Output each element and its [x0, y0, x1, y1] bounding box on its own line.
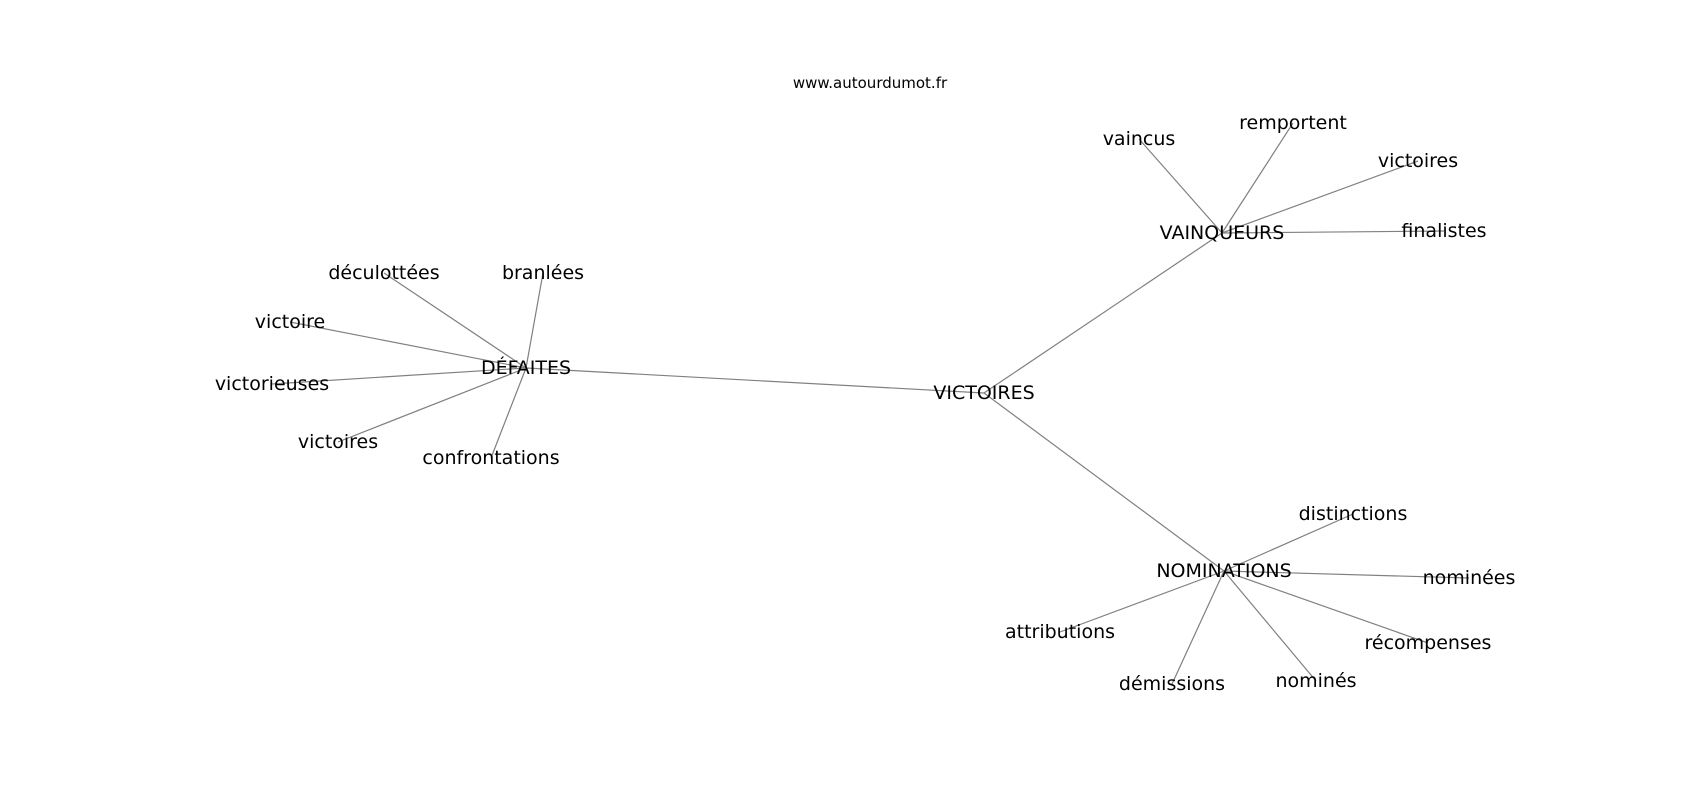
- edge-defaites-victoire: [289, 321, 527, 369]
- edge-victoires_center-nominations: [983, 392, 1225, 572]
- node-label-distinctions: distinctions: [1299, 503, 1408, 525]
- node-label-victoires_v: victoires: [1378, 150, 1458, 172]
- edge-nominations-distinctions: [1223, 513, 1354, 572]
- node-label-demissions: démissions: [1119, 673, 1225, 695]
- edge-nominations-recompenses: [1223, 570, 1429, 644]
- node-label-nominees: nominées: [1423, 567, 1516, 589]
- node-label-recompenses: récompenses: [1365, 632, 1492, 654]
- node-label-defaites: DÉFAITES: [481, 356, 571, 379]
- source-credit: www.autourdumot.fr: [793, 74, 948, 92]
- edge-vainqueurs-vaincus: [1138, 138, 1223, 234]
- node-label-branlees: branlées: [502, 262, 584, 284]
- node-label-attributions: attributions: [1005, 621, 1115, 643]
- node-label-deculottees: déculottées: [328, 262, 439, 284]
- edge-defaites-victoires_d: [337, 367, 527, 443]
- edge-defaites-deculottees: [383, 272, 527, 369]
- edge-nominations-demissions: [1171, 570, 1225, 685]
- edge-defaites-victorieuses: [271, 367, 527, 385]
- node-label-nomines: nominés: [1275, 670, 1356, 692]
- edges-layer: [271, 122, 1470, 685]
- node-label-victoires_d: victoires: [298, 431, 378, 453]
- labels-layer: VICTOIRES DÉFAITES VAINQUEURS NOMINATIONS dé…: [215, 112, 1516, 695]
- edge-defaites-confrontations: [490, 367, 527, 459]
- node-label-nominations: NOMINATIONS: [1156, 560, 1291, 582]
- node-label-vaincus: vaincus: [1103, 128, 1176, 150]
- edge-nominations-attributions: [1059, 570, 1225, 633]
- node-label-finalistes: finalistes: [1401, 220, 1486, 242]
- node-label-victorieuses: victorieuses: [215, 373, 329, 395]
- node-label-remportent: remportent: [1239, 112, 1347, 134]
- edge-victoires_center-vainqueurs: [983, 232, 1223, 394]
- node-label-vainqueurs: VAINQUEURS: [1160, 222, 1285, 244]
- node-label-victoires_center: VICTOIRES: [933, 382, 1034, 404]
- edge-defaites-branlees: [525, 272, 544, 369]
- edge-victoires_center-defaites: [525, 367, 985, 394]
- node-label-confrontations: confrontations: [422, 447, 559, 469]
- edge-vainqueurs-victoires_v: [1221, 160, 1419, 234]
- edge-nominations-nominees: [1223, 570, 1470, 579]
- node-label-victoire: victoire: [255, 311, 325, 333]
- edge-nominations-nomines: [1223, 570, 1317, 682]
- edge-vainqueurs-remportent: [1221, 122, 1294, 234]
- edge-vainqueurs-finalistes: [1221, 230, 1445, 234]
